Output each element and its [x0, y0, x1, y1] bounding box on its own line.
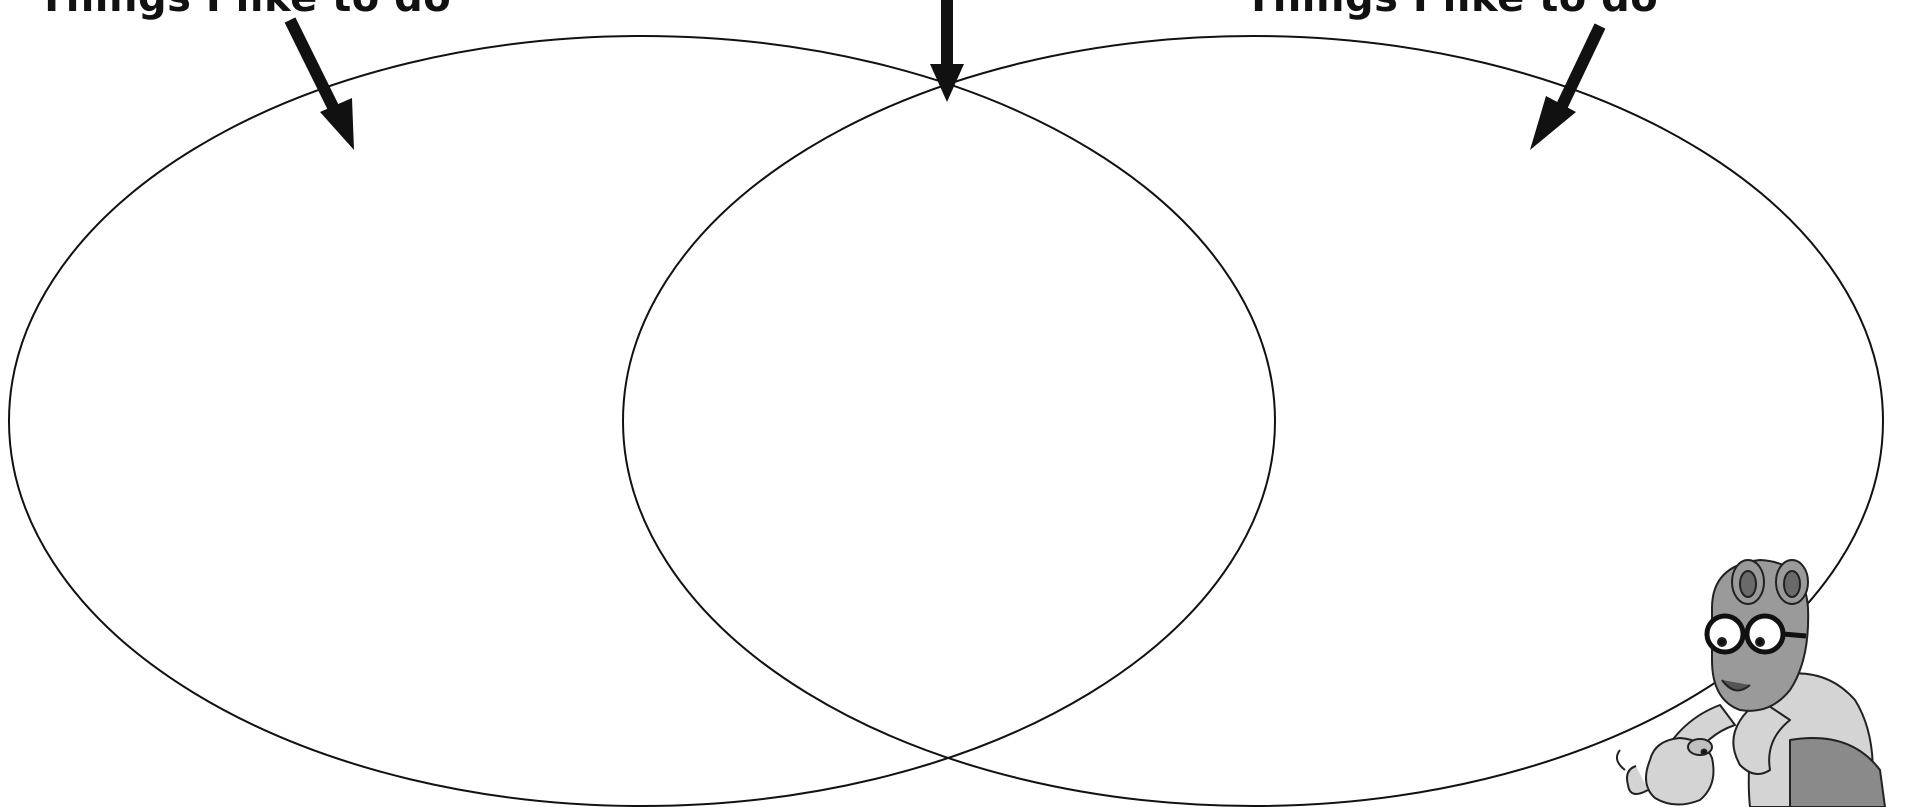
left-arrow	[290, 20, 354, 150]
right-arrow	[1530, 26, 1600, 150]
left-circle	[9, 36, 1275, 806]
aardvark-with-puppy-illustration	[1617, 560, 1885, 807]
right-circle	[623, 36, 1883, 806]
